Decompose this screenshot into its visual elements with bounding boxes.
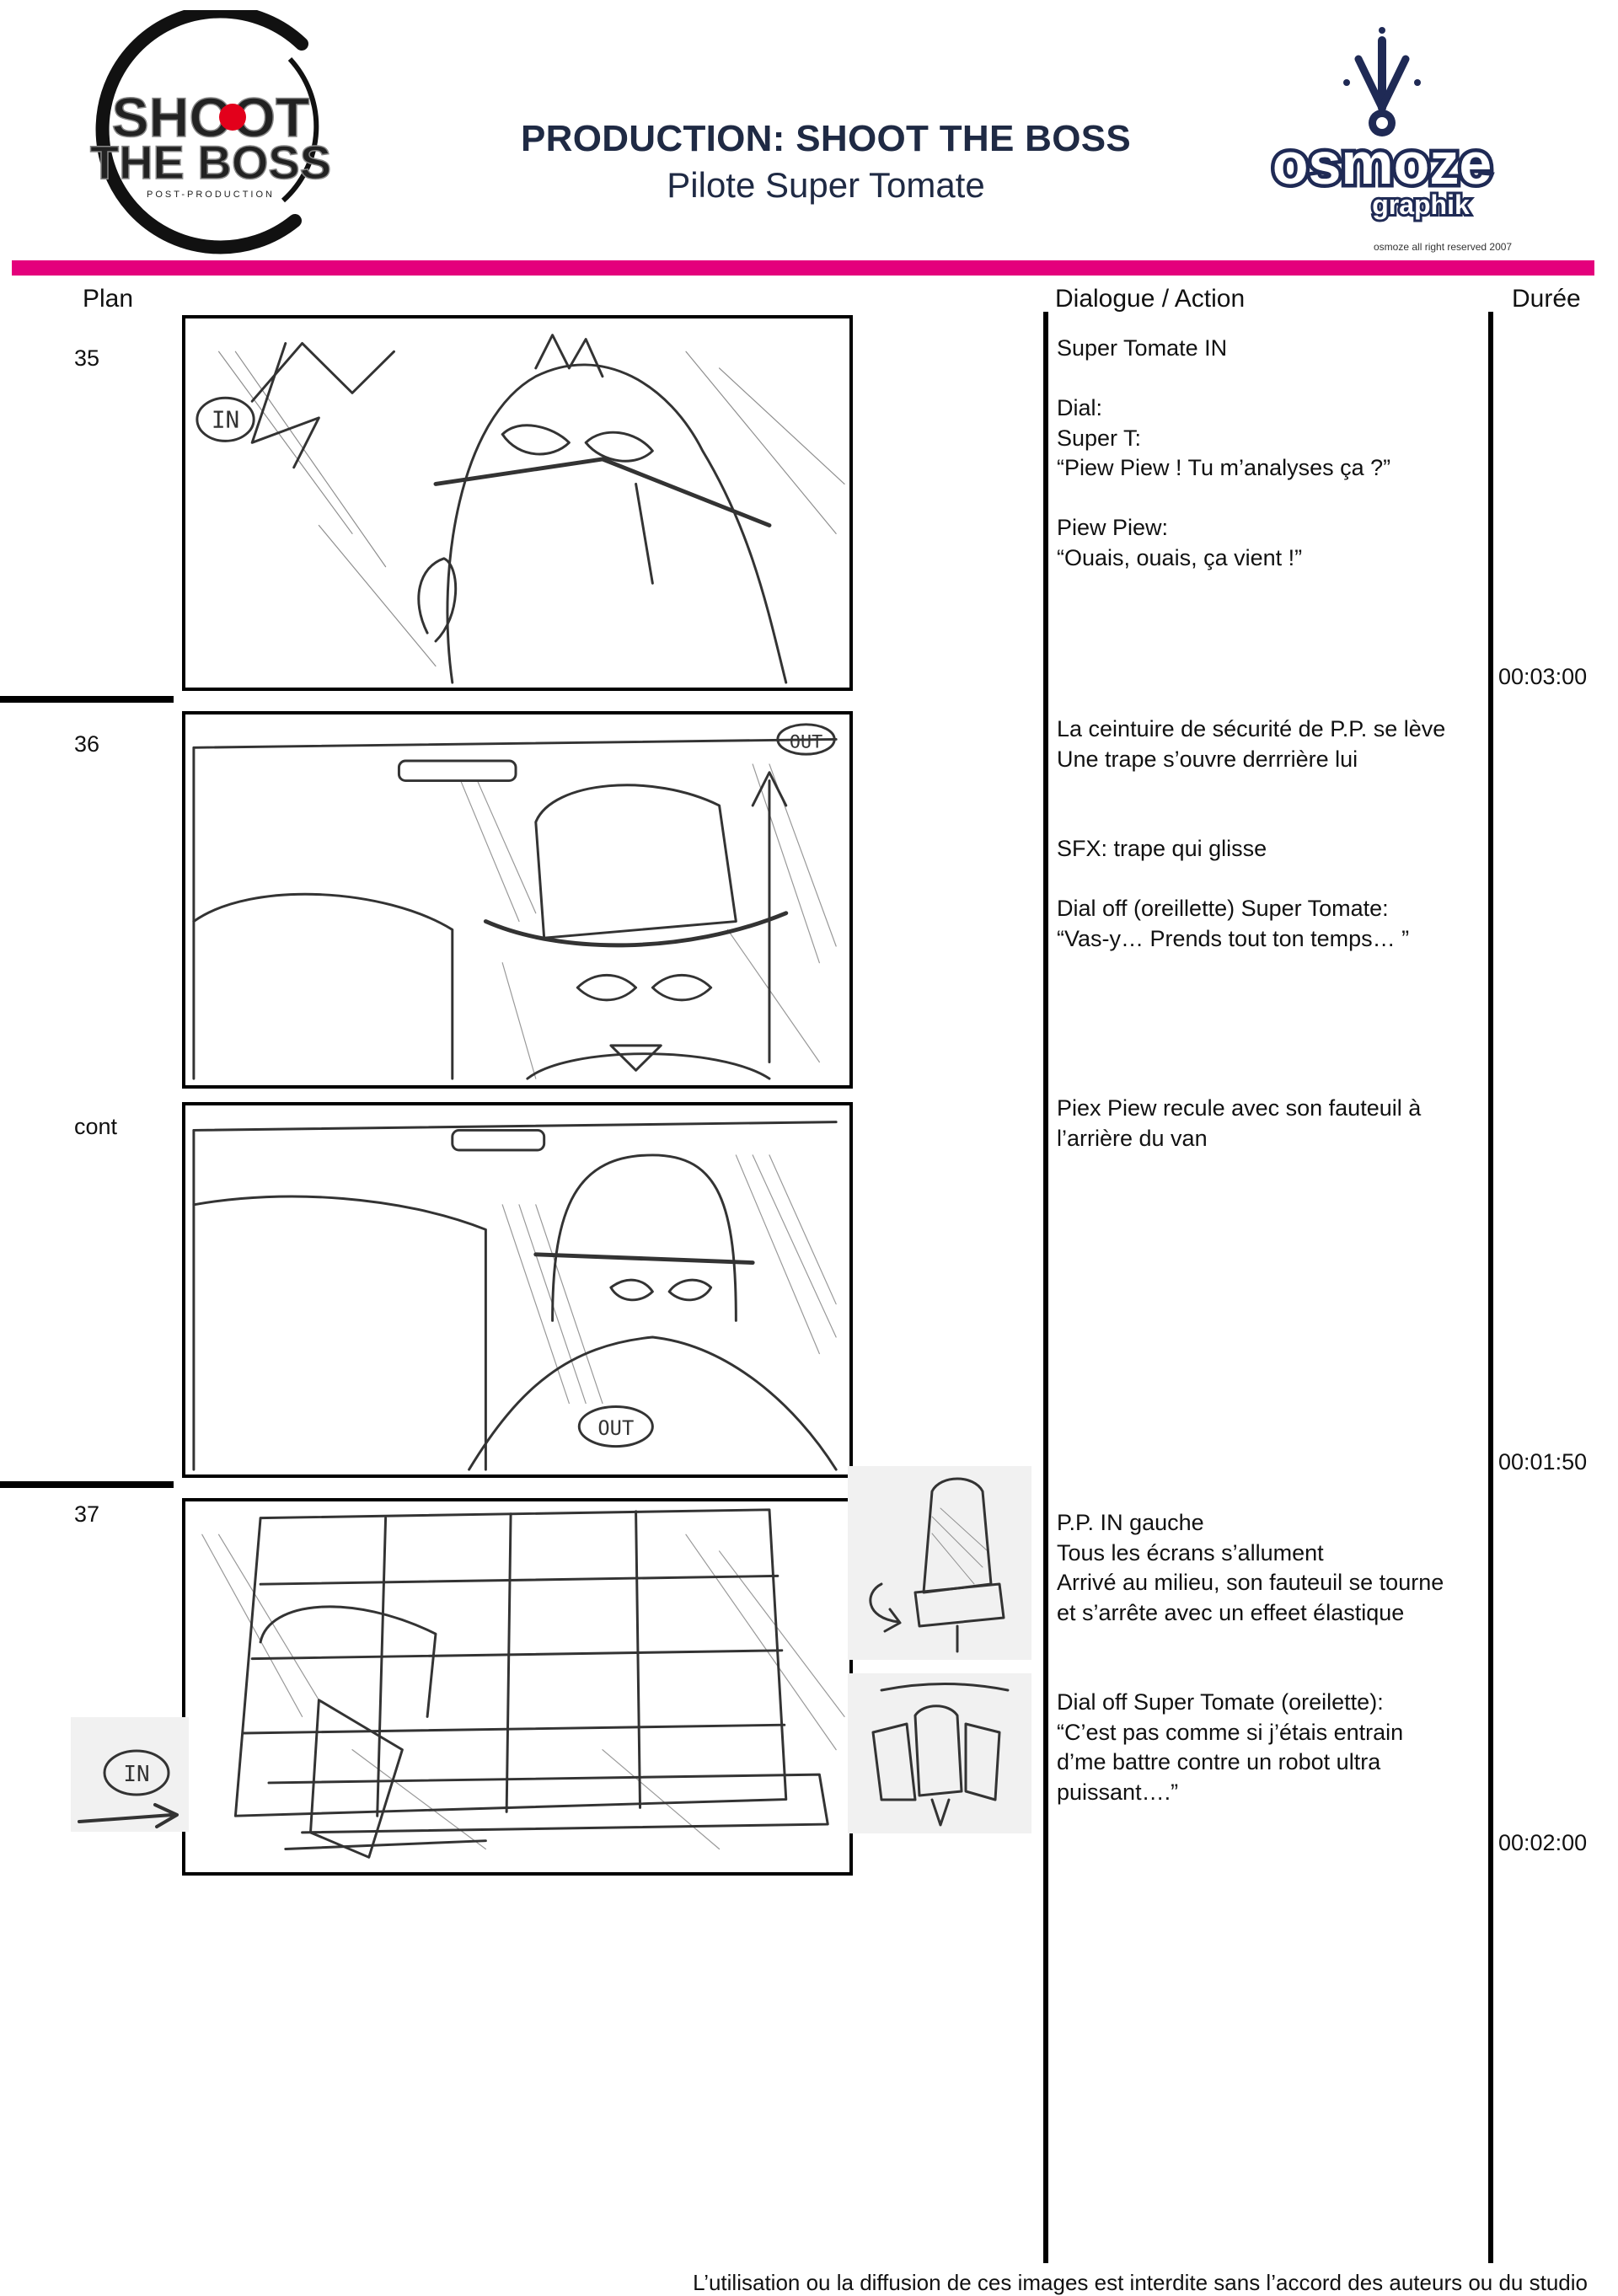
dialogue-action-text: La ceintuire de sécurité de P.P. se lève… — [1057, 716, 1446, 951]
storyboard-panel-cont: OUT — [182, 1102, 853, 1478]
panel-badge: IN — [212, 406, 239, 434]
dialogue-left-rule — [1043, 312, 1048, 2263]
sketch-inset-chair-elastic — [848, 1673, 1031, 1833]
shot-duration: 00:02:00 — [1498, 1830, 1588, 1855]
logo-right-line-1: osmoze — [1272, 131, 1492, 196]
storyboard-panel-36: OUT — [182, 711, 853, 1089]
column-header-duration: Durée — [1512, 285, 1581, 313]
panel-badge: OUT — [790, 731, 822, 752]
shot-separator — [0, 696, 174, 703]
shot-duration: 00:03:00 — [1498, 664, 1588, 689]
page-title-block: PRODUCTION: SHOOT THE BOSS Pilote Super … — [447, 118, 1205, 206]
column-header-separator: / — [1161, 285, 1170, 313]
column-header-action: Action — [1174, 285, 1246, 313]
panel-badge: OUT — [597, 1416, 634, 1440]
logo-left-line-1: SHOOT — [112, 86, 310, 148]
column-header-dialogue: Dialogue — [1055, 285, 1155, 313]
footer-disclaimer: L’utilisation ou la diffusion de ces ima… — [693, 2270, 1588, 2295]
sketch-inset-chair-rotate — [848, 1466, 1031, 1660]
copyright-note: osmoze all right reserved 2007 — [1374, 241, 1513, 253]
page-subtitle: Pilote Super Tomate — [667, 165, 985, 205]
logo-right-line-2: graphik — [1372, 190, 1470, 220]
osmoze-graphik-logo: osmoze graphik — [1256, 15, 1508, 234]
column-header-dialogue-action: Dialogue / Action — [1055, 285, 1245, 313]
logo-left-line-3: POST-PRODUCTION — [147, 190, 275, 200]
storyboard-panel-35: IN — [182, 315, 853, 691]
logo-left-line-2: THE BOSS — [90, 136, 331, 189]
plan-number: 35 — [74, 345, 100, 371]
shot-duration: 00:01:50 — [1498, 1449, 1588, 1474]
dialogue-action-text: Piex Piew recule avec son fauteuil à l’a… — [1057, 1095, 1422, 1151]
sketch-inset-in-arrow: IN — [71, 1717, 189, 1832]
page-title: PRODUCTION: SHOOT THE BOSS — [520, 118, 1132, 159]
storyboard-panel-37 — [182, 1498, 853, 1876]
shoot-the-boss-logo: SHOOT THE BOSS POST-PRODUCTION — [84, 4, 337, 254]
column-header-plan: Plan — [83, 285, 134, 313]
duration-left-rule — [1488, 312, 1493, 2263]
plan-number: cont — [74, 1114, 118, 1139]
plan-number: 36 — [74, 731, 100, 757]
panel-badge: IN — [123, 1762, 149, 1787]
dialogue-action-text: P.P. IN gauche Tous les écrans s’allumen… — [1057, 1510, 1444, 1805]
shot-separator — [0, 1481, 174, 1488]
dialogue-action-text: Super Tomate IN Dial: Super T: “Piew Pie… — [1057, 335, 1391, 570]
plan-number: 37 — [74, 1501, 100, 1527]
header-divider — [12, 260, 1594, 276]
